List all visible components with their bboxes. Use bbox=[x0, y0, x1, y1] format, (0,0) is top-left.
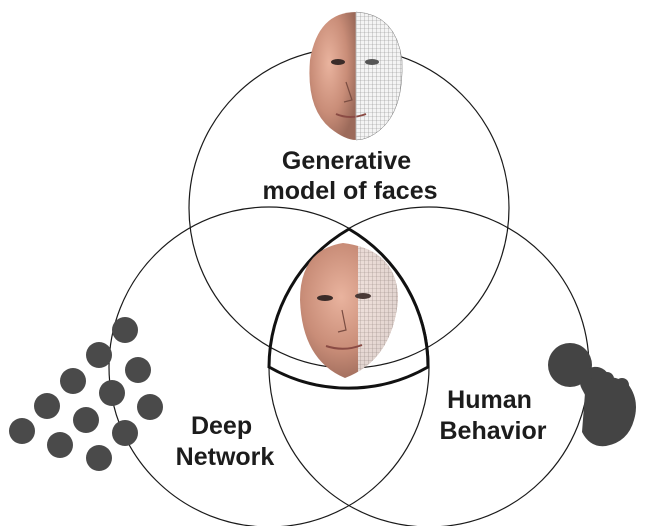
network-node-dot bbox=[125, 357, 151, 383]
label-generative: Generative model of faces bbox=[262, 147, 437, 205]
pointing-hand-icon bbox=[548, 343, 636, 447]
network-node-dot bbox=[99, 380, 125, 406]
network-node-dot bbox=[60, 368, 86, 394]
network-node-dot bbox=[137, 394, 163, 420]
network-node-dot bbox=[34, 393, 60, 419]
label-human-behavior-line-1: Human bbox=[447, 386, 532, 414]
network-node-dot bbox=[47, 432, 73, 458]
label-deep-network: Deep Network bbox=[176, 412, 275, 471]
label-deep-network-line-1: Deep bbox=[191, 412, 252, 440]
network-node-dot bbox=[112, 420, 138, 446]
network-node-dot bbox=[112, 317, 138, 343]
label-human-behavior-line-2: Behavior bbox=[440, 417, 547, 445]
label-human-behavior: Human Behavior bbox=[440, 386, 547, 445]
network-node-dot bbox=[86, 445, 112, 471]
top-face-image bbox=[309, 11, 403, 141]
center-face-image bbox=[300, 243, 398, 378]
network-node-dot bbox=[73, 407, 99, 433]
network-node-dot bbox=[86, 342, 112, 368]
network-node-dot bbox=[9, 418, 35, 444]
label-generative-line-2: model of faces bbox=[262, 177, 437, 205]
intersection-region bbox=[267, 227, 430, 390]
neural-network-dots-icon bbox=[9, 317, 163, 471]
label-deep-network-line-2: Network bbox=[176, 443, 275, 471]
label-generative-line-1: Generative bbox=[282, 147, 411, 175]
